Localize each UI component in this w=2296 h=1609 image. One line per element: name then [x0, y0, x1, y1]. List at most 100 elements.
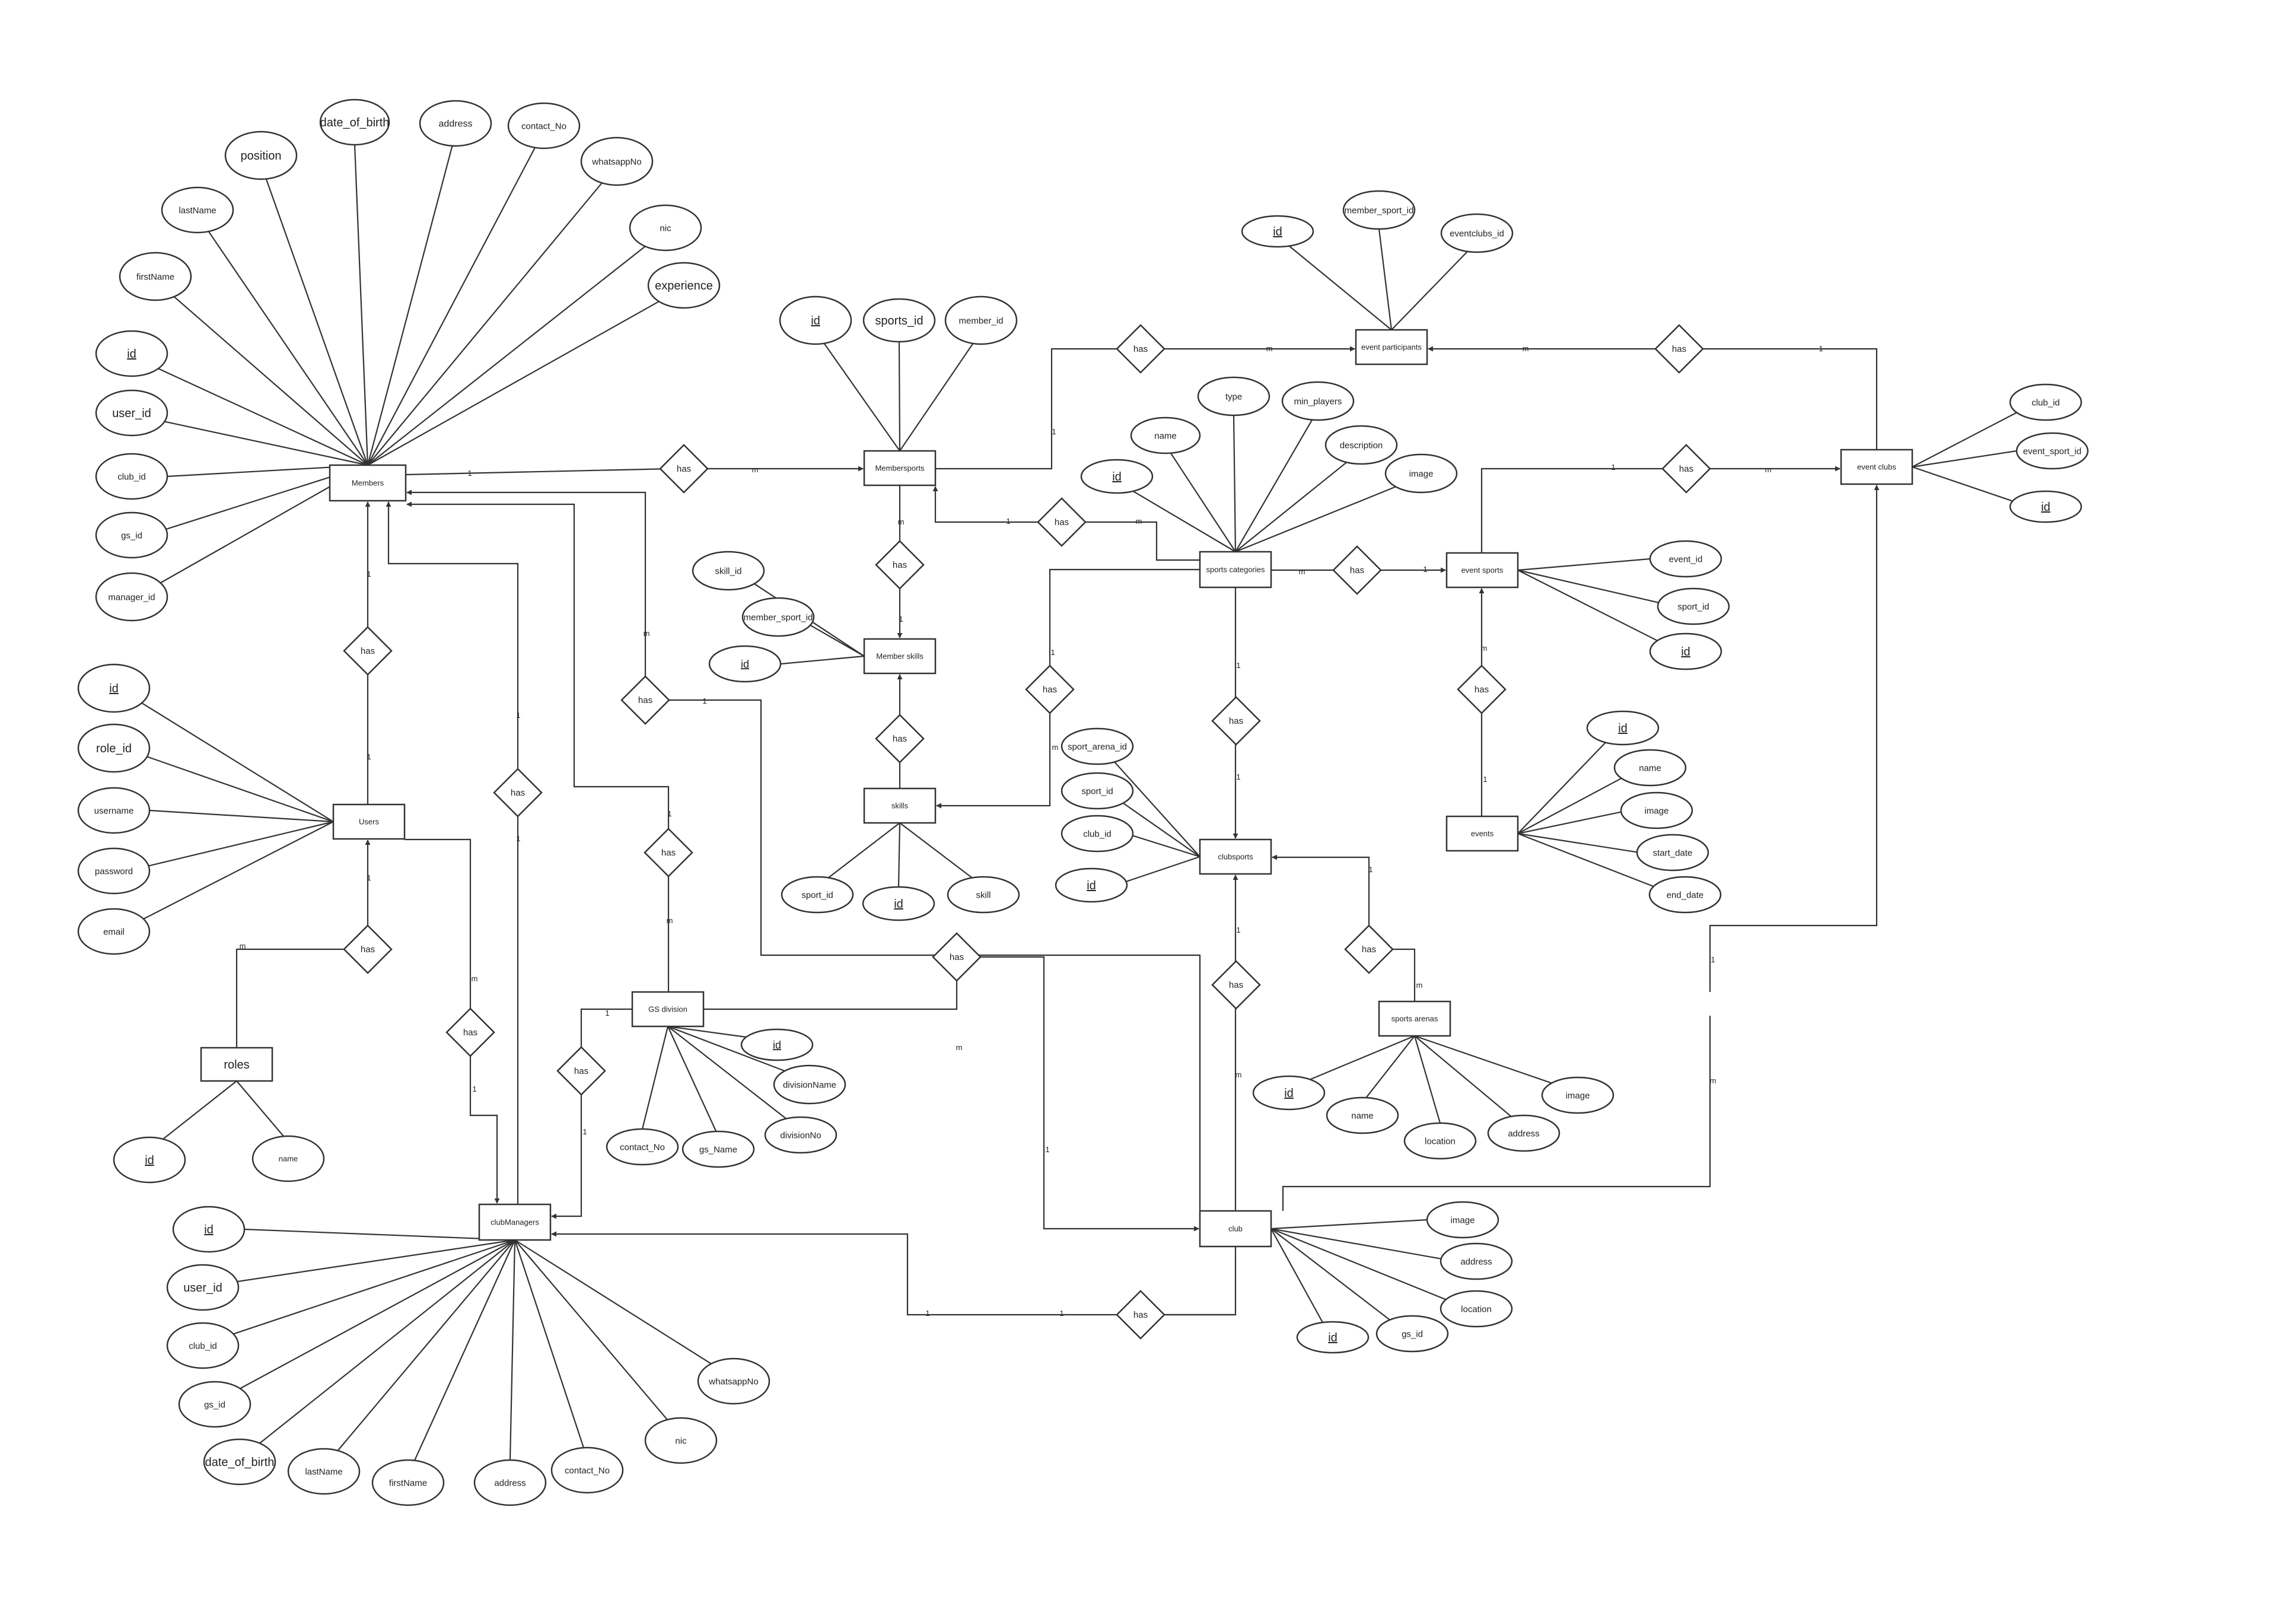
- attribute-role-id: role_id: [77, 723, 151, 773]
- attribute-divisionname: divisionName: [773, 1064, 846, 1105]
- attribute-label: gs_id: [1402, 1329, 1423, 1339]
- attribute-ellipse: [2015, 432, 2089, 470]
- relationship-label: has: [661, 848, 676, 858]
- attribute-connector: [1126, 856, 1200, 882]
- entity-eventclubs: event clubs: [1840, 449, 1913, 485]
- attribute-club-id: club_id: [95, 453, 168, 500]
- cardinality-label: m: [956, 1043, 963, 1052]
- attribute-start-date: start_date: [1636, 834, 1709, 872]
- attribute-club-id: club_id: [1061, 815, 1134, 853]
- entity-label: events: [1471, 829, 1494, 838]
- attribute-ellipse: [580, 136, 654, 186]
- relationship-has: has: [1025, 664, 1075, 714]
- cardinality-label: 1: [925, 1309, 929, 1318]
- attribute-member-sport-id: member_sport_id: [1342, 190, 1416, 230]
- attribute-label: contact_No: [620, 1142, 665, 1152]
- attribute-id: id: [1080, 459, 1154, 494]
- attribute-label: id: [741, 658, 749, 670]
- attribute-label: event_id: [1669, 554, 1703, 564]
- relationship-has: has: [1211, 960, 1261, 1010]
- entity-label: skills: [891, 802, 909, 810]
- entity-box: [332, 803, 406, 840]
- relationship-has: has: [1457, 664, 1507, 714]
- cardinality-label: m: [472, 974, 478, 983]
- relationship-has: has: [875, 714, 925, 764]
- attribute-ellipse: [1326, 1096, 1399, 1134]
- attribute-label: description: [1340, 440, 1383, 450]
- attribute-label: id: [1328, 1331, 1338, 1344]
- attribute-connector: [1235, 462, 1348, 552]
- attribute-connector: [899, 822, 973, 879]
- relationship-diamond: [343, 626, 393, 676]
- attribute-id: id: [172, 1206, 246, 1253]
- attribute-ellipse: [1636, 834, 1709, 872]
- entity-label: club: [1228, 1225, 1243, 1233]
- relationship-diamond: [1037, 497, 1087, 547]
- relationship-connector: [405, 468, 673, 476]
- attribute-ellipse: [95, 389, 168, 437]
- cardinality-label: m: [1235, 1070, 1242, 1079]
- attribute-connector: [1378, 228, 1393, 330]
- cardinality-label: m: [898, 517, 905, 526]
- cardinality-label: m: [1416, 981, 1423, 990]
- entity-sportscategories: sports categories: [1199, 551, 1272, 589]
- attribute-label: nic: [675, 1436, 687, 1446]
- cardinality-label: 1: [1711, 955, 1715, 964]
- entity-clubmanagers: clubManagers: [478, 1203, 552, 1241]
- relationship-has: has: [343, 626, 393, 676]
- relationship-diamond: [620, 675, 670, 725]
- relationship-label: has: [1350, 565, 1364, 575]
- attribute-ellipse: [1541, 1076, 1614, 1114]
- attribute-connector: [1170, 453, 1236, 552]
- attribute-ellipse: [692, 551, 765, 591]
- attribute-ellipse: [1440, 1290, 1513, 1328]
- cardinality-label: 1: [1236, 772, 1240, 781]
- relationship-label: has: [361, 945, 375, 955]
- relationship-label: has: [361, 646, 375, 656]
- attribute-connector: [899, 343, 974, 451]
- attribute-ellipse: [1055, 867, 1128, 903]
- entity-box: [1199, 838, 1272, 875]
- attribute-ellipse: [779, 295, 852, 345]
- attribute-connector: [1391, 251, 1468, 330]
- attribute-connector: [514, 1239, 585, 1448]
- cardinality-label: 1: [472, 1085, 476, 1093]
- relationship-label: has: [1672, 344, 1686, 354]
- relationship-label: has: [893, 560, 907, 570]
- relationship-label: has: [677, 464, 691, 474]
- relationship-diamond: [1116, 324, 1165, 374]
- relationship-label: has: [893, 734, 907, 744]
- entity-members: Members: [329, 464, 407, 502]
- relationship-connector: [1282, 1016, 1711, 1211]
- attribute-label: image: [1566, 1090, 1590, 1101]
- attribute-ellipse: [1426, 1201, 1499, 1239]
- attribute-connector: [1122, 802, 1200, 857]
- attribute-connector: [367, 301, 660, 466]
- attribute-connector: [898, 341, 901, 451]
- relationship-diamond: [493, 768, 543, 818]
- relationship-has: has: [1211, 696, 1261, 746]
- relationship-label: has: [1229, 980, 1243, 990]
- attribute-id: id: [779, 295, 852, 345]
- cardinality-label: 1: [1045, 1145, 1049, 1154]
- attribute-label: id: [811, 314, 820, 327]
- attribute-ellipse: [1080, 459, 1154, 494]
- attribute-id: id: [862, 886, 935, 921]
- attribute-label: user_id: [112, 407, 151, 420]
- attribute-label: user_id: [183, 1282, 222, 1295]
- relationship-connector: [657, 699, 1201, 1211]
- attribute-label: id: [109, 682, 119, 695]
- attribute-label: gs_id: [204, 1400, 225, 1410]
- attribute-label: name: [279, 1155, 298, 1163]
- cardinality-label: m: [1266, 344, 1273, 353]
- relationship-diamond: [343, 924, 393, 974]
- attribute-firstname: firstName: [119, 252, 192, 301]
- attribute-skill-id: skill_id: [692, 551, 765, 591]
- attribute-club-id: club_id: [2009, 383, 2082, 421]
- attribute-connector: [148, 821, 334, 867]
- relationship-diamond: [1211, 960, 1261, 1010]
- relationship-has: has: [1037, 497, 1087, 547]
- relationship-has: has: [1116, 1290, 1165, 1340]
- attribute-connector: [149, 809, 334, 823]
- relationship-connector: [405, 838, 472, 1020]
